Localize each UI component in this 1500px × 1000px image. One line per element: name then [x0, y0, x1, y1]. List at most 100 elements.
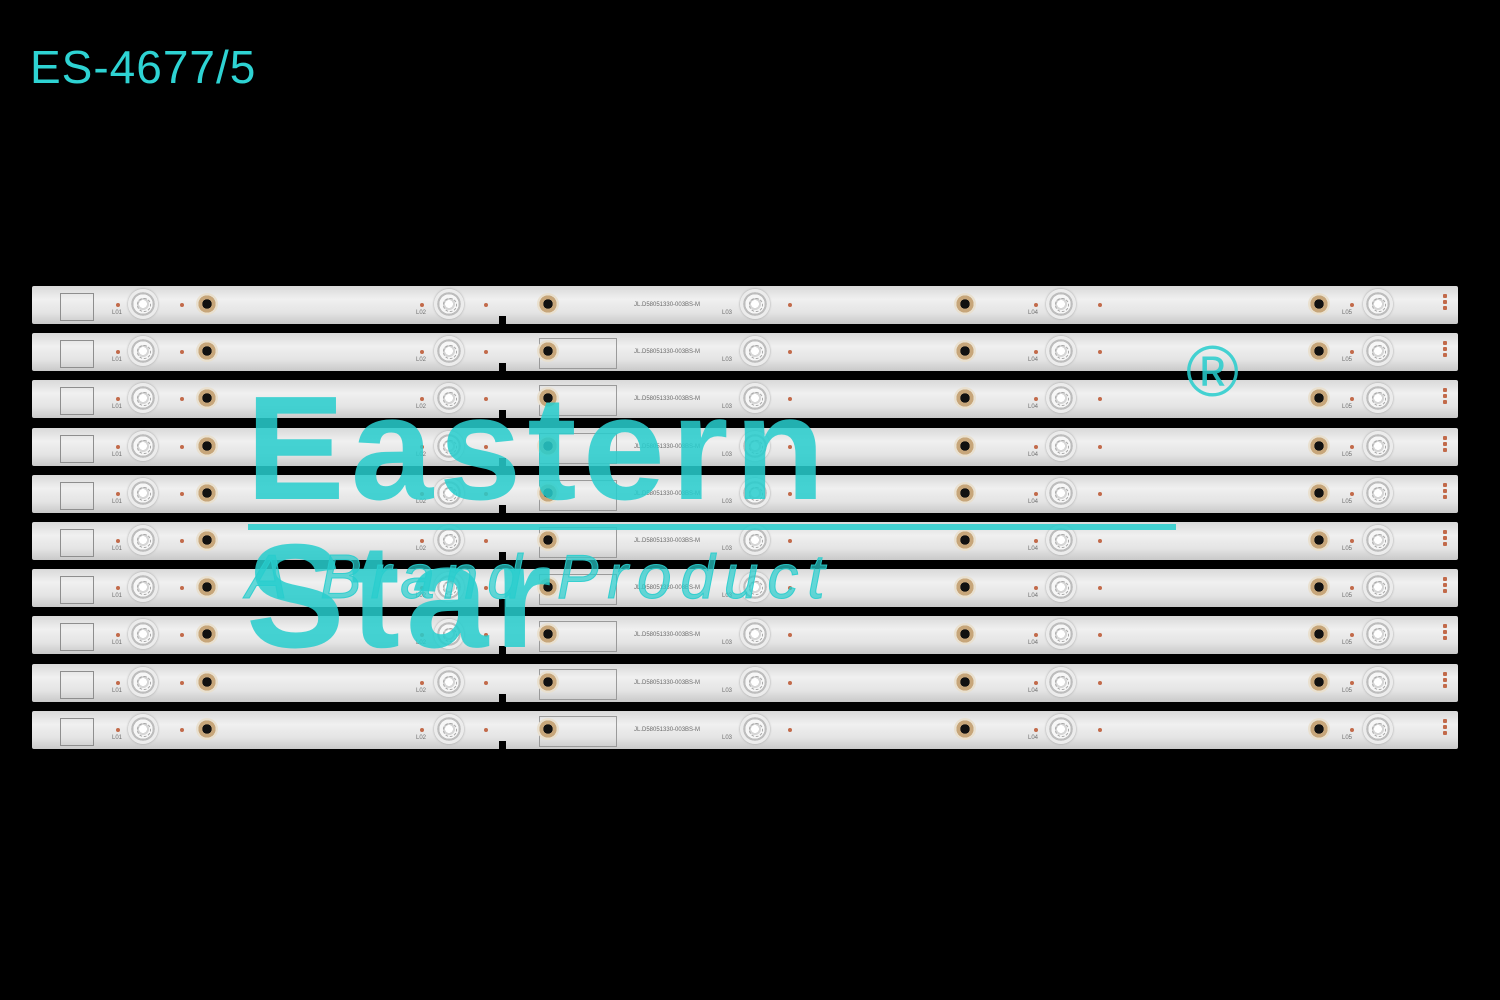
part-number: JL.D58051330-003BS-M	[634, 490, 701, 497]
mounting-hole	[196, 623, 218, 646]
led-lens	[128, 572, 158, 603]
led-label: L02	[416, 545, 427, 552]
led-label: L05	[1342, 734, 1353, 741]
led-label: L04	[1028, 310, 1039, 316]
led-lens	[128, 666, 158, 697]
led-label: L04	[1028, 357, 1039, 364]
solder-pad	[180, 680, 184, 685]
mounting-hole	[196, 340, 218, 363]
solder-pad	[1098, 303, 1102, 307]
mounting-hole	[196, 293, 218, 315]
mounting-hole	[196, 528, 218, 551]
strip-notch	[499, 363, 506, 376]
mounting-hole	[1308, 528, 1330, 551]
led-lens	[740, 524, 770, 555]
led-lens	[740, 289, 770, 319]
solder-pad	[180, 727, 184, 732]
solder-pad	[1098, 680, 1102, 685]
mounting-hole	[537, 481, 559, 504]
solder-pad	[1034, 538, 1038, 543]
part-number: JL.D58051330-003BS-M	[634, 302, 701, 308]
mounting-hole	[537, 576, 559, 599]
mounting-hole	[954, 576, 976, 599]
solder-pad	[420, 350, 424, 355]
solder-pad	[788, 491, 792, 496]
mounting-hole	[1308, 670, 1330, 693]
led-label: L03	[722, 640, 733, 647]
led-label: L05	[1342, 687, 1353, 694]
strip-notch	[499, 693, 506, 706]
solder-pad	[116, 491, 120, 496]
led-lens	[740, 713, 770, 744]
solder-pad	[484, 727, 488, 732]
solder-pad	[1034, 350, 1038, 355]
solder-pad	[180, 303, 184, 307]
solder-pad	[1098, 491, 1102, 496]
solder-pad	[1098, 727, 1102, 732]
led-lens	[128, 477, 158, 508]
solder-pad	[1350, 586, 1354, 591]
led-lens	[1046, 289, 1076, 319]
solder-pad	[1034, 444, 1038, 449]
led-lens	[128, 713, 158, 744]
led-lens	[740, 666, 770, 697]
connector	[1438, 481, 1452, 507]
solder-pad	[484, 397, 488, 402]
part-number: JL.D58051330-003BS-M	[634, 396, 701, 403]
led-label: L01	[112, 404, 123, 411]
strip-notch	[499, 646, 506, 659]
led-label: L01	[112, 593, 123, 600]
led-label: L04	[1028, 593, 1039, 600]
solder-pad	[1098, 350, 1102, 355]
solder-pad	[116, 727, 120, 732]
mounting-hole	[954, 717, 976, 740]
led-label: L05	[1342, 310, 1353, 316]
part-number: JL.D58051330-003BS-M	[634, 349, 701, 356]
connector	[1438, 339, 1452, 365]
led-label: L01	[112, 498, 123, 505]
led-lens	[740, 619, 770, 650]
solder-pad	[788, 397, 792, 402]
part-number: JL.D58051330-003BS-M	[634, 443, 701, 450]
led-lens	[740, 430, 770, 461]
solder-pad	[484, 303, 488, 307]
led-lens	[740, 383, 770, 414]
led-label: L05	[1342, 545, 1353, 552]
led-label: L04	[1028, 451, 1039, 458]
led-lens	[434, 289, 464, 319]
led-label: L04	[1028, 404, 1039, 411]
led-label: L01	[112, 451, 123, 458]
mounting-hole	[1308, 340, 1330, 363]
solder-pad	[1034, 303, 1038, 307]
led-lens	[1363, 289, 1393, 319]
solder-pad	[116, 538, 120, 543]
part-number: JL.D58051330-003BS-M	[634, 537, 701, 544]
led-lens	[1363, 477, 1393, 508]
led-lens	[434, 336, 464, 367]
solder-pad	[484, 586, 488, 591]
led-label: L02	[416, 404, 427, 411]
led-label: L05	[1342, 357, 1353, 364]
solder-pad	[180, 633, 184, 638]
connector	[1438, 386, 1452, 412]
mounting-hole	[196, 717, 218, 740]
led-label: L01	[112, 357, 123, 364]
solder-pad	[420, 491, 424, 496]
mounting-hole	[954, 481, 976, 504]
led-label: L02	[416, 687, 427, 694]
solder-pad	[116, 444, 120, 449]
strip-marking	[60, 623, 94, 652]
led-lens	[1363, 383, 1393, 414]
solder-pad	[1098, 633, 1102, 638]
mounting-hole	[537, 387, 559, 410]
strip-marking	[60, 293, 94, 321]
mounting-hole	[954, 293, 976, 315]
led-lens	[1046, 713, 1076, 744]
mounting-hole	[537, 670, 559, 693]
led-label: L05	[1342, 593, 1353, 600]
led-lens	[434, 524, 464, 555]
solder-pad	[788, 444, 792, 449]
